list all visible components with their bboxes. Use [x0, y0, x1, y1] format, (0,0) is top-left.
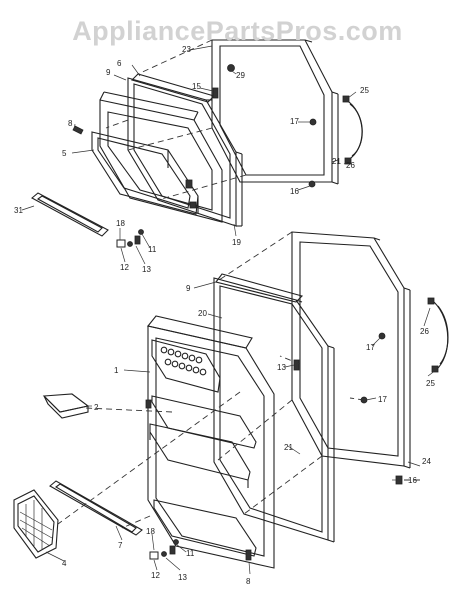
- fresh-food-door-trim: [215, 273, 304, 303]
- plug-17-a: [378, 332, 386, 340]
- callout-13: 13: [142, 265, 151, 274]
- callout-13: 13: [178, 573, 187, 582]
- callout-17: 17: [290, 117, 299, 126]
- freezer-door-gasket: [127, 77, 243, 227]
- grille-4: [13, 489, 59, 559]
- callout-26: 26: [346, 161, 355, 170]
- callout-31: 31: [14, 206, 23, 215]
- callout-2: 2: [94, 403, 99, 412]
- hinge-pin-15: [212, 87, 219, 99]
- callout-25: 25: [426, 379, 435, 388]
- freezer-handle: [345, 99, 363, 161]
- fresh-food-handle: [433, 301, 449, 371]
- plug-17: [309, 118, 317, 126]
- callout-13: 13: [277, 363, 286, 372]
- callout-19: 19: [232, 238, 241, 247]
- callout-6: 6: [117, 59, 122, 68]
- callout-8: 8: [246, 577, 251, 586]
- screw-16: [308, 180, 316, 188]
- callout-9: 9: [186, 284, 191, 293]
- dish-2: [42, 393, 90, 419]
- fresh-food-door-bar: [49, 480, 143, 536]
- screw-29: [227, 64, 235, 72]
- callout-7: 7: [118, 541, 123, 550]
- screw-8-lower: [245, 549, 252, 561]
- callout-23: 23: [182, 45, 191, 54]
- callout-12: 12: [120, 263, 129, 272]
- callout-25: 25: [360, 86, 369, 95]
- hinge-kit-upper: [116, 229, 144, 248]
- callout-24: 24: [422, 457, 431, 466]
- callout-12: 12: [151, 571, 160, 580]
- freezer-door-panel: [211, 39, 339, 185]
- callout-29: 29: [236, 71, 245, 80]
- fresh-food-door-gasket: [213, 277, 335, 543]
- fresh-food-door-liner: [145, 315, 275, 569]
- hinge-kit-lower: [149, 539, 179, 560]
- leader-lines: [21, 45, 437, 575]
- freezer-door-trim: [130, 73, 216, 103]
- watermark: AppliancePartsPros.com: [72, 16, 403, 46]
- callout-20: 20: [198, 309, 207, 318]
- callout-11: 11: [186, 549, 195, 558]
- callout-1: 1: [114, 366, 119, 375]
- callout-5: 5: [62, 149, 67, 158]
- screw-8: [72, 125, 84, 135]
- callout-18: 18: [116, 219, 125, 228]
- callout-17: 17: [366, 343, 375, 352]
- freezer-door-bar: [31, 192, 109, 237]
- egg-tray: [160, 346, 207, 376]
- callout-26: 26: [420, 327, 429, 336]
- callout-16: 16: [290, 187, 299, 196]
- callout-21: 21: [284, 443, 293, 452]
- freezer-door-liner: [91, 91, 223, 223]
- assembly-lines: [57, 39, 420, 529]
- callout-21: 21: [332, 157, 341, 166]
- fresh-food-door-panel: [291, 231, 411, 469]
- callout-4: 4: [62, 559, 67, 568]
- callout-11: 11: [148, 245, 157, 254]
- callout-16: 16: [408, 476, 417, 485]
- callout-15: 15: [192, 82, 201, 91]
- callout-8: 8: [68, 119, 73, 128]
- callout-18: 18: [146, 527, 155, 536]
- callout-17: 17: [378, 395, 387, 404]
- callout-9: 9: [106, 68, 111, 77]
